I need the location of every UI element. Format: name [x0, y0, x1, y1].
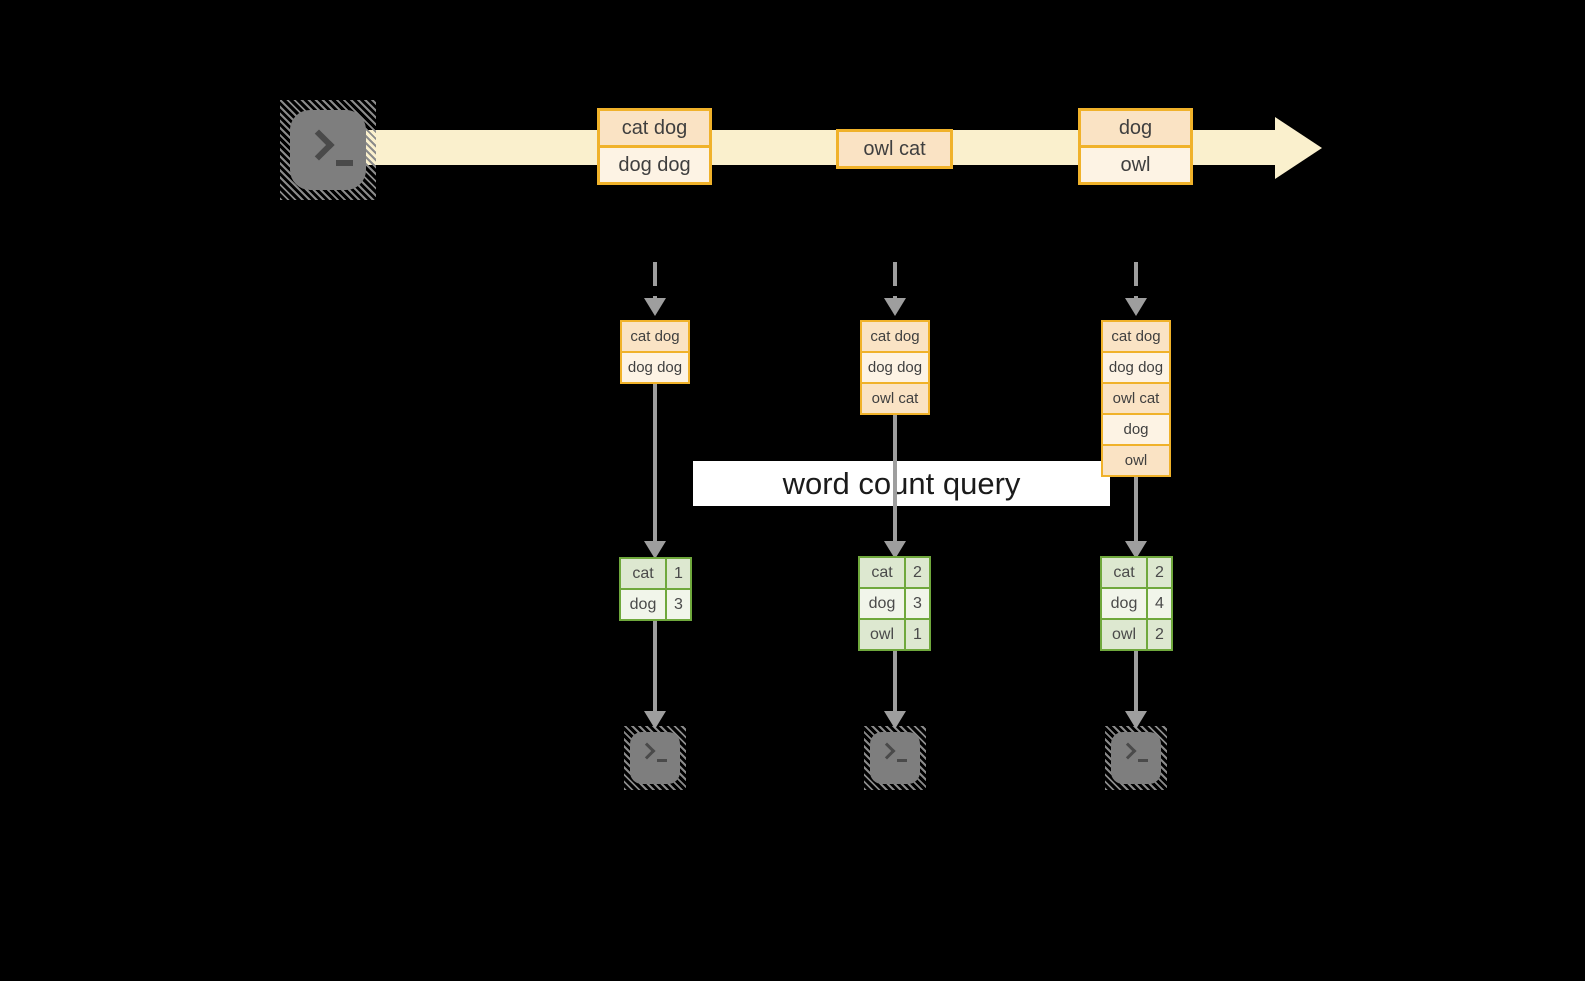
- input-record: cat dog: [622, 322, 688, 351]
- input-table-stack: cat dog dog dog: [620, 320, 690, 384]
- prompt-cursor-icon: [1138, 759, 1148, 762]
- terminal-body: [1111, 732, 1161, 784]
- input-record: owl cat: [862, 382, 928, 413]
- down-arrow: [1134, 651, 1138, 713]
- word-cell: cat: [621, 559, 667, 588]
- word-cell: cat: [1102, 558, 1148, 587]
- stream-record: cat dog: [600, 111, 709, 145]
- word-cell: cat: [860, 558, 906, 587]
- dashed-down-arrow: [653, 262, 657, 300]
- table-row: dog 4: [1102, 587, 1171, 618]
- stream-arrow-head-icon: [1275, 117, 1322, 179]
- input-record: cat dog: [1103, 322, 1169, 351]
- input-record: dog dog: [622, 351, 688, 382]
- down-arrow: [653, 384, 657, 543]
- count-cell: 1: [667, 559, 690, 588]
- prompt-chevron-icon: [878, 742, 896, 760]
- table-row: cat 2: [860, 558, 929, 587]
- input-record: dog: [1103, 413, 1169, 444]
- down-arrow-head-icon: [884, 298, 906, 316]
- dashed-down-arrow: [1134, 262, 1138, 300]
- count-cell: 2: [906, 558, 929, 587]
- input-record: owl: [1103, 444, 1169, 475]
- input-table-stack: cat dog dog dog owl cat: [860, 320, 930, 415]
- table-row: cat 1: [621, 559, 690, 588]
- prompt-chevron-icon: [1119, 742, 1137, 760]
- down-arrow: [893, 415, 897, 543]
- down-arrow-head-icon: [644, 711, 666, 729]
- count-table: cat 2 dog 4 owl 2: [1100, 556, 1173, 651]
- query-label-box: word count query: [693, 461, 1110, 506]
- table-row: owl 1: [860, 618, 929, 649]
- sink-terminal-icon: [864, 726, 926, 790]
- terminal-body: [290, 110, 366, 190]
- input-record: dog dog: [862, 351, 928, 382]
- prompt-cursor-icon: [336, 160, 353, 166]
- prompt-chevron-icon: [303, 129, 335, 161]
- count-cell: 3: [906, 589, 929, 618]
- stream-record: dog: [1081, 111, 1190, 145]
- input-table-stack: cat dog dog dog owl cat dog owl: [1101, 320, 1171, 477]
- count-table: cat 2 dog 3 owl 1: [858, 556, 931, 651]
- count-cell: 4: [1148, 589, 1171, 618]
- stream-record: owl cat: [839, 132, 950, 166]
- word-cell: owl: [860, 620, 906, 649]
- stream-batch: dog owl: [1078, 108, 1193, 185]
- word-cell: dog: [621, 590, 667, 619]
- down-arrow-head-icon: [884, 711, 906, 729]
- sink-terminal-icon: [624, 726, 686, 790]
- prompt-cursor-icon: [657, 759, 667, 762]
- count-cell: 1: [906, 620, 929, 649]
- prompt-cursor-icon: [897, 759, 907, 762]
- sink-terminal-icon: [1105, 726, 1167, 790]
- table-row: dog 3: [860, 587, 929, 618]
- source-terminal-icon: [280, 100, 376, 200]
- terminal-body: [630, 732, 680, 784]
- down-arrow-head-icon: [1125, 711, 1147, 729]
- down-arrow: [1134, 477, 1138, 543]
- down-arrow: [653, 621, 657, 713]
- word-cell: owl: [1102, 620, 1148, 649]
- down-arrow-head-icon: [644, 298, 666, 316]
- stream-record: dog dog: [600, 145, 709, 182]
- prompt-chevron-icon: [638, 742, 656, 760]
- stream-batch: owl cat: [836, 129, 953, 169]
- count-cell: 2: [1148, 620, 1171, 649]
- down-arrow-head-icon: [1125, 298, 1147, 316]
- count-cell: 2: [1148, 558, 1171, 587]
- word-cell: dog: [1102, 589, 1148, 618]
- down-arrow-head-icon: [884, 541, 906, 559]
- terminal-body: [870, 732, 920, 784]
- stream-batch: cat dog dog dog: [597, 108, 712, 185]
- input-record: dog dog: [1103, 351, 1169, 382]
- count-cell: 3: [667, 590, 690, 619]
- stream-record: owl: [1081, 145, 1190, 182]
- count-table: cat 1 dog 3: [619, 557, 692, 621]
- down-arrow-head-icon: [644, 541, 666, 559]
- query-label: word count query: [782, 465, 1021, 501]
- table-row: dog 3: [621, 588, 690, 619]
- input-record: cat dog: [862, 322, 928, 351]
- table-row: cat 2: [1102, 558, 1171, 587]
- dashed-down-arrow: [893, 262, 897, 300]
- input-record: owl cat: [1103, 382, 1169, 413]
- table-row: owl 2: [1102, 618, 1171, 649]
- down-arrow: [893, 651, 897, 713]
- down-arrow-head-icon: [1125, 541, 1147, 559]
- word-cell: dog: [860, 589, 906, 618]
